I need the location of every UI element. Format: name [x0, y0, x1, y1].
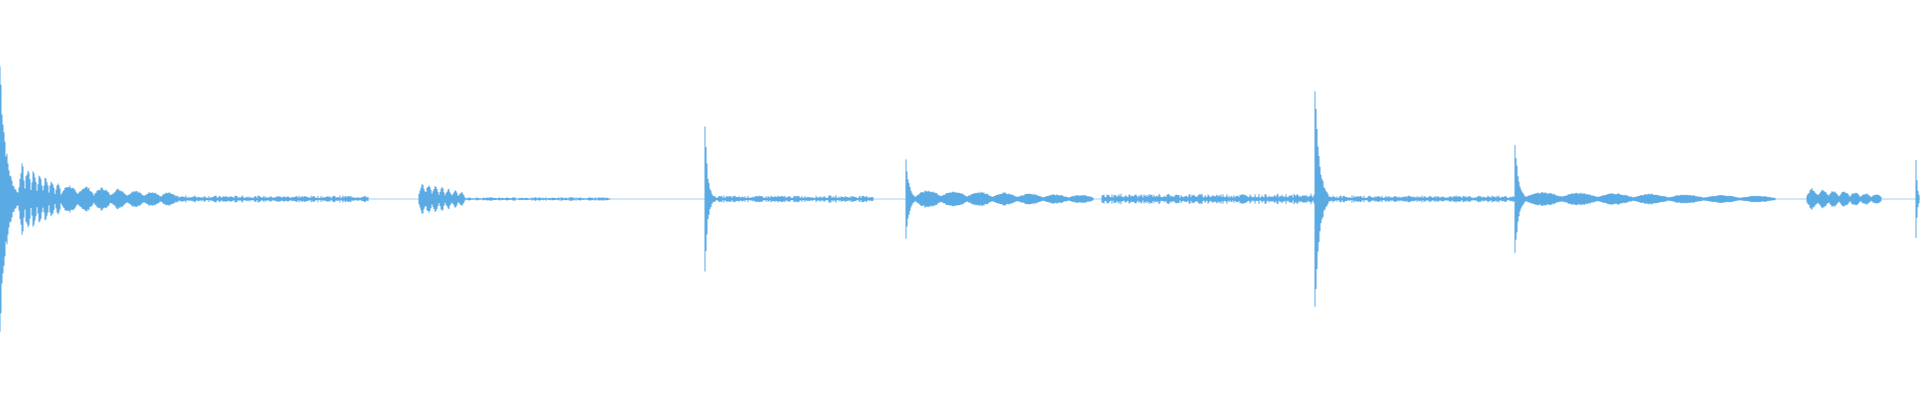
waveform-envelope	[0, 66, 1920, 332]
